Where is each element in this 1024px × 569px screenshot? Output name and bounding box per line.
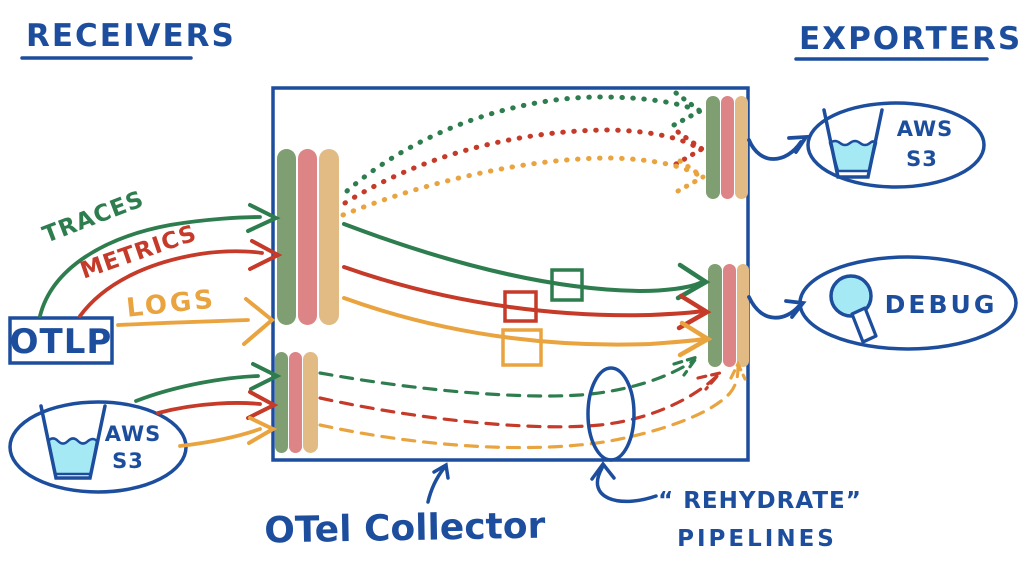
to-s3-exporter-arrowhead: [787, 134, 810, 154]
dashed-metrics-line: [318, 374, 719, 429]
solid-metrics-arrowhead: [676, 293, 712, 331]
collector-label: OTel Collector: [264, 506, 546, 552]
bar-logs: [737, 264, 749, 367]
bucket-water: [46, 437, 99, 476]
dotted-logs-arrowhead: [675, 158, 706, 194]
debug-label: DEBUG: [885, 290, 998, 319]
rehydrate-pipelines: [318, 354, 747, 450]
bar-logs: [319, 149, 339, 325]
debug-exporter: DEBUG: [798, 255, 1018, 351]
pipelines-label: PIPELINES: [677, 526, 837, 552]
receiver-bars-s3: [275, 352, 318, 453]
metrics-arrowhead: [248, 239, 283, 271]
dashed-logs-arrowhead: [729, 360, 747, 381]
s3-traces-arrow-line: [134, 374, 260, 403]
metrics-arrow-line: [78, 249, 264, 318]
rehydrate-pointer-arrow: [595, 466, 658, 504]
exporters-title: EXPORTERS: [799, 21, 1022, 57]
bar-logs: [735, 96, 748, 199]
aws-s3-exporter-ellipse: [806, 101, 986, 189]
bar-traces: [275, 352, 288, 453]
rehydrate-label: “ REHYDRATE”: [658, 488, 862, 514]
exporter-bars-debug: [708, 264, 749, 367]
aws-s3-exporter: AWS S3: [806, 101, 986, 189]
logs-label: LOGS: [125, 284, 217, 323]
traces-arrow-line: [38, 215, 262, 318]
magnifier-lens: [829, 274, 873, 318]
processor-square-traces: [550, 268, 584, 302]
bucket-outline: [822, 108, 884, 179]
dashed-metrics-arrowhead: [696, 370, 725, 391]
bar-traces: [706, 96, 720, 199]
traces-label: TRACES: [39, 186, 148, 248]
magnifier-icon: [829, 274, 878, 344]
aws-s3-exporter-label-2: S3: [906, 147, 938, 171]
bar-metrics: [298, 149, 317, 325]
collector-pointer-arrowhead: [432, 462, 450, 480]
s3-bucket-icon: [39, 404, 107, 480]
receiver-bars-otlp: [277, 149, 339, 325]
debug-exporter-ellipse: [798, 255, 1018, 351]
processor-square-logs: [501, 328, 543, 367]
dotted-metrics-line: [342, 127, 701, 206]
bar-metrics: [721, 96, 734, 199]
logs-arrow-line: [116, 318, 250, 327]
bar-traces: [708, 264, 722, 367]
bar-metrics: [289, 352, 302, 453]
solid-logs-arrowhead: [677, 320, 713, 358]
receivers-title: RECEIVERS: [26, 18, 236, 54]
s3-metrics-arrow-line: [156, 401, 262, 415]
aws-s3-exporter-label-1: AWS: [897, 117, 954, 141]
rehydrate-pointer-arrowhead: [590, 461, 616, 481]
s3-traces-arrowhead: [249, 362, 282, 391]
bucket-outline: [39, 404, 107, 480]
logs-arrowhead: [242, 297, 276, 346]
bar-metrics: [723, 264, 736, 367]
otlp-box: [8, 316, 114, 365]
otlp-label: OTLP: [10, 322, 113, 362]
s3-bucket-icon: [822, 108, 884, 179]
solid-traces-arrowhead: [675, 262, 711, 301]
s3-logs-arrow-line: [178, 427, 262, 448]
s3-metrics-arrowhead: [246, 390, 279, 420]
collector-pointer-arrow: [426, 466, 446, 504]
magnifier-handle: [850, 306, 878, 344]
s3-logs-arrowhead: [247, 416, 278, 445]
dashed-traces-line: [318, 359, 695, 398]
s3-receiver-arrows: [134, 362, 282, 448]
bucket-water: [828, 139, 878, 173]
dotted-logs-line: [340, 155, 703, 218]
processor-square-metrics: [503, 290, 538, 323]
dashed-traces-arrowhead: [672, 354, 702, 377]
to-debug-exporter-arrow: [747, 295, 801, 320]
exporter-bars-s3: [706, 96, 748, 199]
dotted-pipelines: [340, 90, 706, 218]
rehydrate-highlight-ellipse: [586, 366, 636, 462]
bar-traces: [277, 149, 296, 325]
to-debug-exporter-arrowhead: [784, 299, 807, 319]
aws-s3-receiver: AWS S3: [8, 400, 188, 494]
otlp-arrows: [38, 203, 283, 346]
solid-traces-line: [342, 222, 702, 294]
bar-logs: [303, 352, 318, 453]
solid-metrics-line: [342, 265, 705, 318]
traces-arrowhead: [246, 203, 281, 233]
dashed-logs-line: [318, 366, 740, 450]
aws-s3-receiver-label-1: AWS: [105, 422, 162, 446]
dotted-traces-line: [344, 94, 699, 194]
solid-pipelines: [342, 222, 713, 358]
aws-s3-receiver-label-2: S3: [112, 449, 144, 473]
solid-logs-line: [342, 296, 706, 347]
to-s3-exporter-arrow: [747, 138, 803, 161]
